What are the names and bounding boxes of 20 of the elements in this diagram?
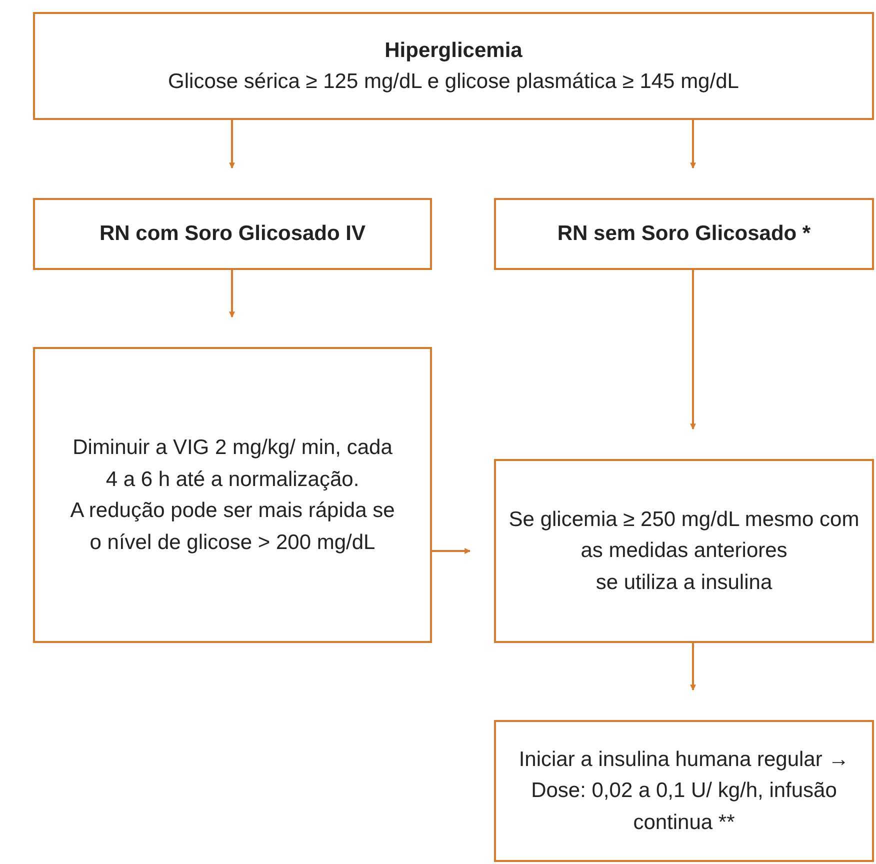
arrow — [690, 643, 696, 691]
process-box — [33, 347, 432, 643]
process-box — [494, 720, 874, 862]
arrow — [432, 548, 471, 554]
process-box — [494, 198, 874, 270]
process-box — [33, 12, 874, 120]
arrow — [229, 120, 235, 169]
box-heading: Hiperglicemia — [384, 38, 524, 64]
box-heading: RN com Soro Glicosado IV — [98, 221, 367, 248]
arrow — [690, 270, 696, 430]
box-heading: RN sem Soro Glicosado * — [556, 221, 812, 248]
box-text: Glicose sérica ≥ 125 mg/dL e glicose plasmática ≥ 145 mg/dL — [167, 69, 740, 95]
box-text: Diminuir a VIG 2 mg/kg/ min, cada 4 a 6 h até a normalização. — [72, 435, 394, 492]
box-text: se utiliza a insulina — [594, 570, 774, 596]
arrow — [229, 270, 235, 318]
arrow — [690, 120, 696, 169]
process-box — [494, 459, 874, 643]
process-box — [33, 198, 432, 270]
box-text: A redução pode ser mais rápida se o nível de glicose > 200 mg/dL — [69, 498, 396, 556]
box-text: Iniciar a insulina humana regular → Dose: 0,02 a 0,1 U/ kg/h, infusão continua ** — [518, 746, 850, 836]
